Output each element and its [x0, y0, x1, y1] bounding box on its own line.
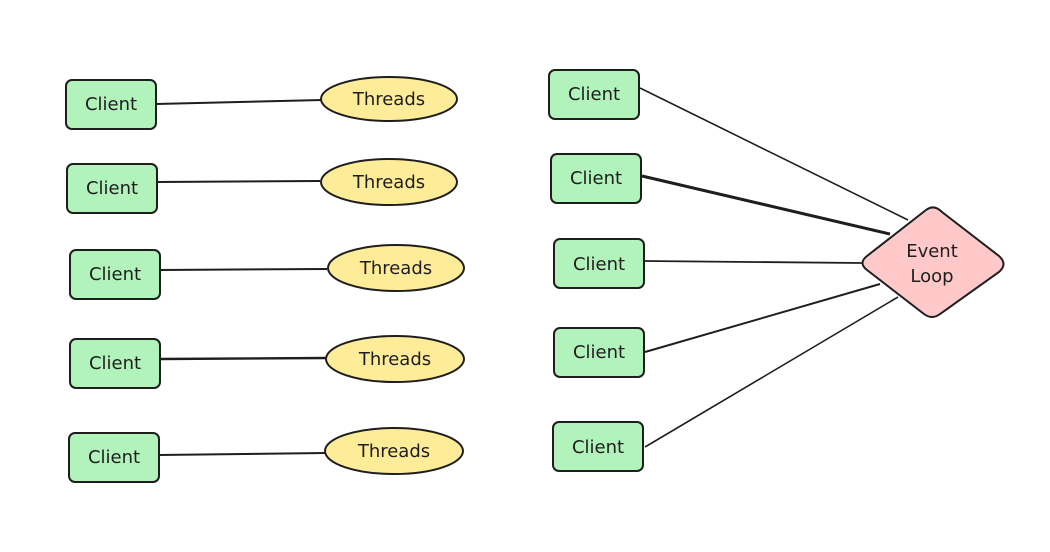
event-loop-node[interactable] [861, 206, 1005, 318]
client-event-loop-connector-1 [639, 87, 909, 221]
client-event-loop-connector-4 [644, 283, 881, 353]
client-node-right-4[interactable] [553, 327, 645, 378]
client-node-right-5[interactable] [552, 421, 644, 472]
thread-row-2: Client Threads [66, 158, 458, 214]
thread-label-3: Threads [359, 258, 432, 279]
event-loop-label-line1: Event [906, 241, 958, 262]
event-loop-label-line2: Loop [910, 266, 953, 287]
client-label-left-1: Client [85, 94, 137, 115]
thread-per-client-model: Client Threads Client Threads Client Thr… [65, 76, 465, 483]
client-node-right-3[interactable] [553, 238, 645, 289]
client-label-left-3: Client [89, 264, 141, 285]
thread-node-4[interactable] [325, 335, 465, 383]
thread-row-4: Client Threads [69, 335, 465, 389]
thread-row-5: Client Threads [68, 427, 464, 483]
client-node-left-4[interactable] [69, 338, 161, 389]
client-event-loop-connector-2 [641, 174, 891, 236]
client-label-right-1: Client [568, 84, 620, 105]
thread-label-1: Threads [352, 89, 425, 110]
client-label-right-4: Client [573, 342, 625, 363]
thread-node-2[interactable] [320, 158, 458, 206]
client-node-left-2[interactable] [66, 163, 158, 214]
client-label-left-2: Client [86, 178, 138, 199]
client-label-left-4: Client [89, 353, 141, 374]
thread-row-1: Client Threads [65, 76, 458, 130]
thread-node-3[interactable] [327, 244, 465, 292]
client-event-loop-connector-5 [644, 296, 899, 448]
thread-label-4: Threads [358, 349, 431, 370]
thread-node-5[interactable] [324, 427, 464, 475]
client-thread-connector-5 [158, 452, 327, 456]
client-thread-connector-3 [159, 268, 328, 271]
client-label-right-2: Client [570, 168, 622, 189]
event-loop-model: Client Client Client Client Client Event… [548, 69, 1005, 472]
thread-row-3: Client Threads [69, 244, 465, 300]
client-thread-connector-1 [155, 99, 323, 105]
client-node-right-2[interactable] [550, 153, 642, 204]
client-thread-connector-2 [156, 180, 321, 183]
client-node-left-5[interactable] [68, 432, 160, 483]
client-node-left-1[interactable] [65, 79, 157, 130]
client-event-loop-connector-3 [644, 260, 863, 264]
client-node-right-1[interactable] [548, 69, 640, 120]
thread-node-1[interactable] [320, 76, 458, 122]
client-label-right-5: Client [572, 437, 624, 458]
client-label-left-5: Client [88, 447, 140, 468]
client-thread-connector-4 [159, 356, 328, 361]
thread-label-2: Threads [352, 172, 425, 193]
thread-label-5: Threads [357, 441, 430, 462]
client-node-left-3[interactable] [69, 249, 161, 300]
client-label-right-3: Client [573, 254, 625, 275]
